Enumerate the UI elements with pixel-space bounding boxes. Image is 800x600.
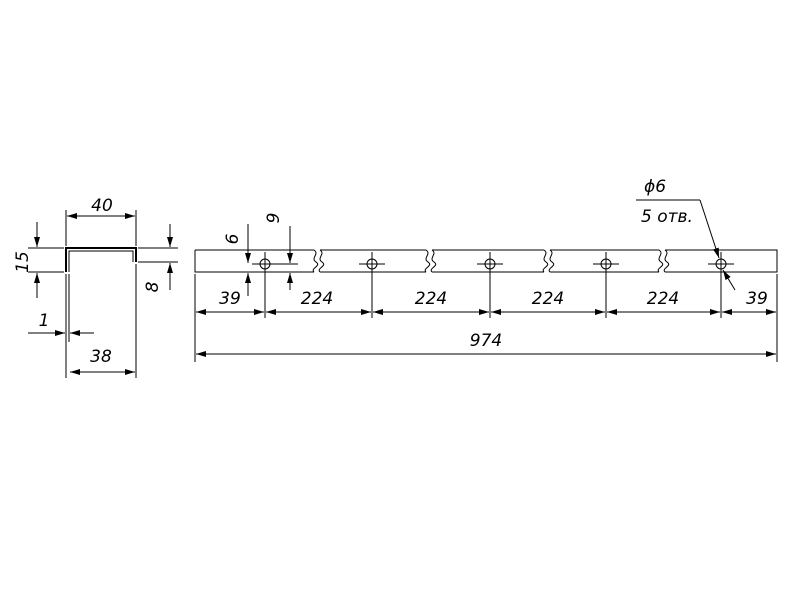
break-mark (548, 249, 555, 273)
dim-spacing: 224 (532, 289, 564, 309)
break-mark (657, 249, 664, 273)
break-mark (312, 249, 319, 273)
break-mark (663, 249, 670, 273)
dim-spacing: 224 (415, 289, 447, 309)
leader-line (722, 269, 736, 291)
strip-outline (194, 249, 778, 273)
break-mark (318, 249, 325, 273)
hole-diameter-label: ϕ6 (644, 177, 666, 197)
dim-top-width: 40 (91, 196, 113, 216)
profile-outline (65, 247, 137, 272)
break-mark (424, 249, 431, 273)
dim-height: 15 (13, 251, 33, 273)
hole (708, 252, 734, 318)
dim-edge-right: 39 (746, 289, 768, 309)
leader-line (699, 199, 720, 259)
dim-spacing: 224 (647, 289, 679, 309)
hole (252, 252, 278, 318)
dim-inner-width: 38 (90, 347, 112, 367)
hole-count-label: 5 отв. (641, 207, 693, 227)
hole (359, 252, 385, 318)
profile-section: 40 15 8 1 38 (13, 196, 178, 378)
strip-view: 6 9 39 224 224 224 224 39 974 ϕ6 5 отв. (194, 177, 778, 362)
dim-thickness: 1 (39, 311, 50, 331)
hole (477, 252, 503, 318)
dim-hole-height: 6 (223, 233, 243, 244)
dim-spacing: 224 (301, 289, 333, 309)
dim-lip: 8 (143, 281, 163, 292)
dim-edge-height: 9 (264, 213, 284, 224)
dim-total-length: 974 (470, 331, 502, 351)
break-mark (542, 249, 549, 273)
profile-outline-inner (68, 250, 134, 272)
break-mark (430, 249, 437, 273)
dim-edge-left: 39 (219, 289, 241, 309)
hole (593, 252, 619, 318)
